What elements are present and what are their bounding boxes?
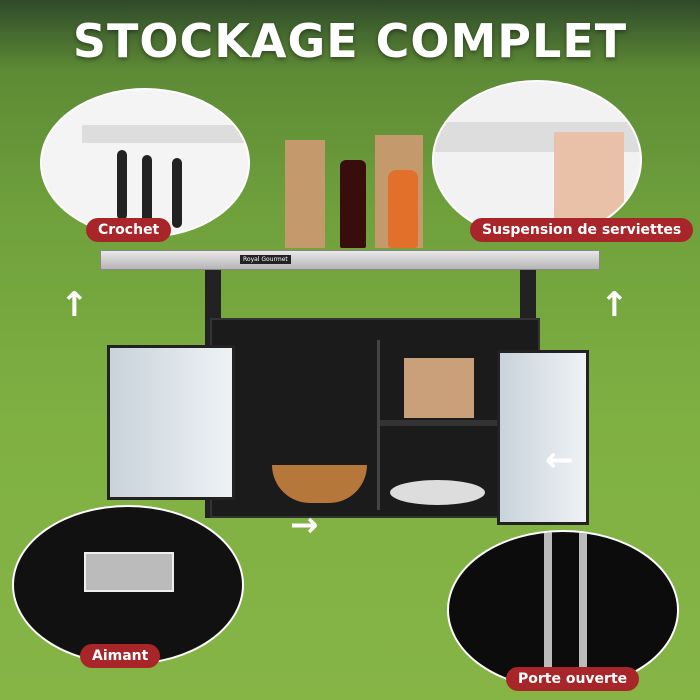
right-door[interactable] — [497, 350, 589, 525]
arrow-icon: → — [290, 505, 319, 545]
left-door[interactable] — [107, 345, 235, 500]
bread-bag — [404, 358, 474, 418]
callout-magnet: Aimant — [80, 644, 161, 668]
arrow-icon: ↑ — [600, 285, 629, 325]
callout-door: Porte ouverte — [506, 667, 640, 691]
arrow-icon: ↑ — [60, 285, 89, 325]
plates — [390, 480, 485, 505]
paper-bag — [285, 140, 325, 248]
hook-detail-image — [40, 88, 250, 238]
arrow-icon: ← — [545, 440, 574, 480]
sauce-bottle — [388, 170, 418, 248]
towel-rack-detail-image — [432, 80, 642, 240]
brand-logo: Royal Gourmet — [240, 255, 291, 264]
stainless-top-shelf — [100, 250, 600, 270]
basket — [272, 465, 367, 503]
callout-hook: Crochet — [86, 218, 172, 242]
callout-towel: Suspension de serviettes — [470, 218, 694, 242]
cabinet — [210, 318, 540, 518]
open-door-detail-image — [447, 530, 679, 690]
oil-bottle — [340, 160, 366, 248]
page-title: STOCKAGE COMPLET — [72, 14, 628, 68]
magnet-detail-image — [12, 505, 244, 665]
